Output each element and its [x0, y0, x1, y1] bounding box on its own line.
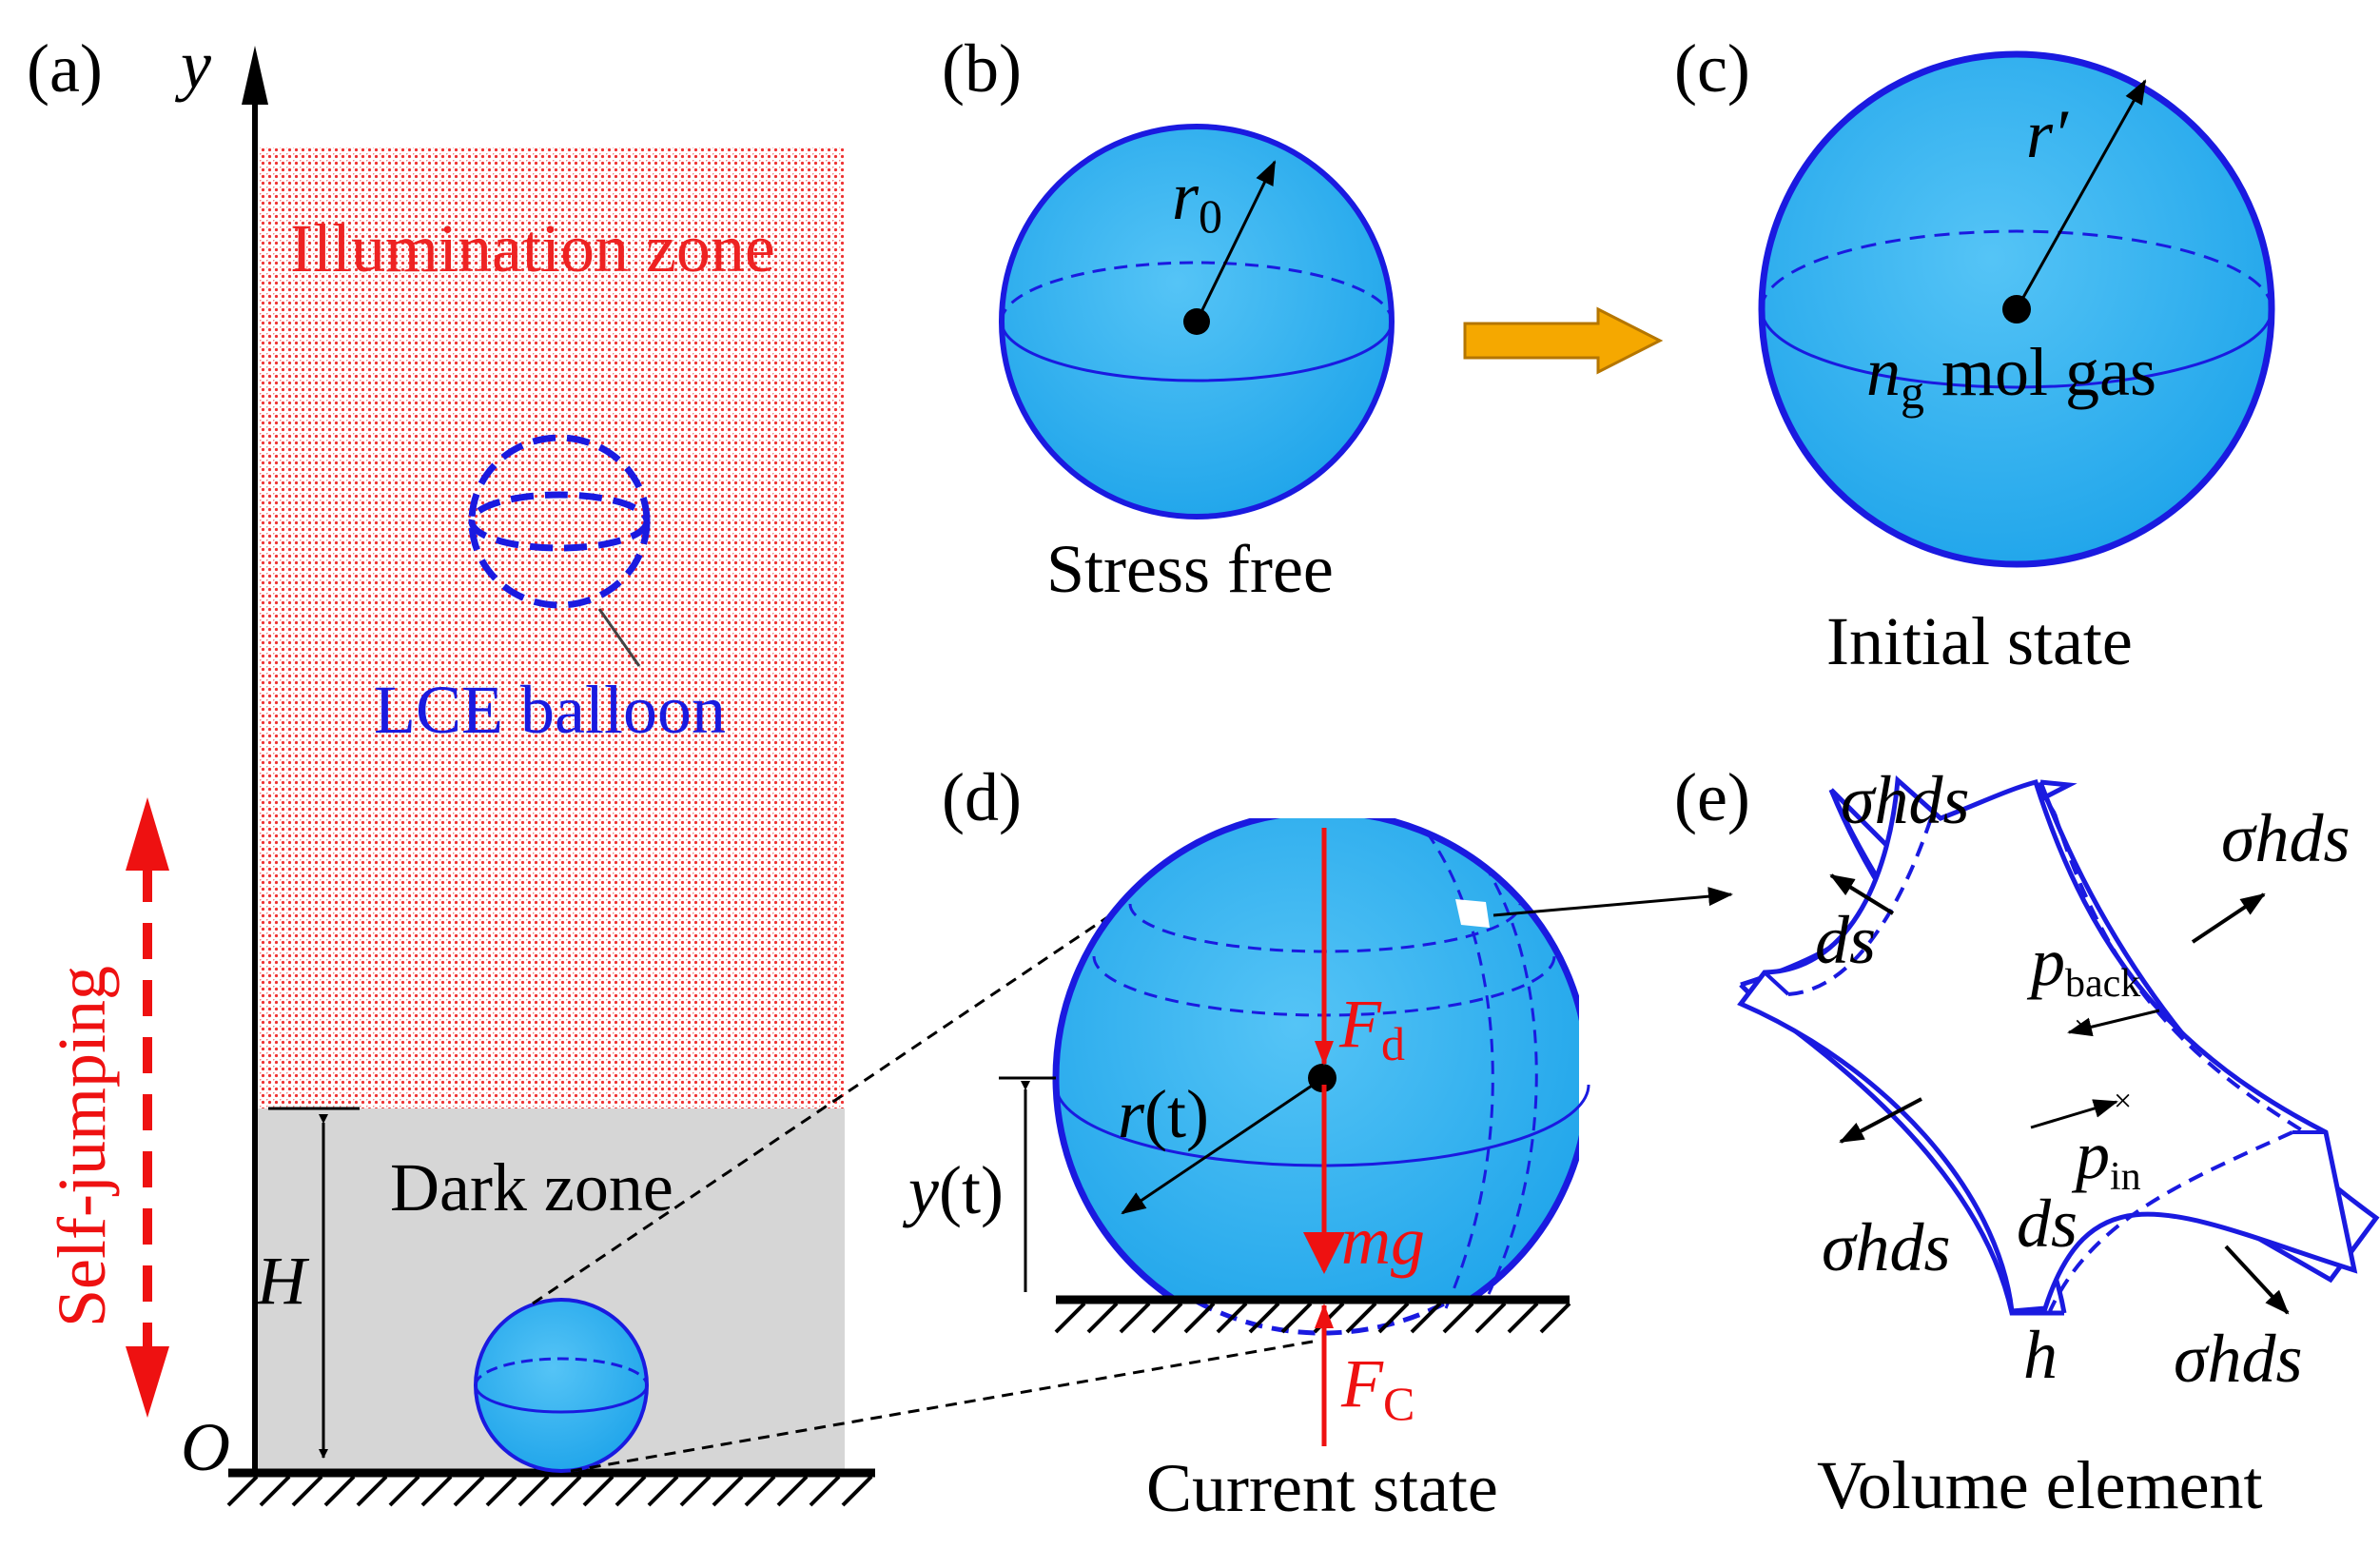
ground-hatch-stroke	[1119, 1302, 1151, 1334]
ground-hatch-stroke	[1183, 1302, 1216, 1334]
y-axis-arrowhead	[242, 46, 268, 105]
ground-hatch-d	[1054, 1302, 1571, 1334]
panel-c-tag: (c)	[1674, 30, 1750, 107]
panel-d: (d) Fd mg FC	[902, 759, 1733, 1526]
origin-label: O	[181, 1409, 230, 1485]
illumination-zone-label: Illumination zone	[290, 210, 775, 286]
ground-hatch-stroke	[1280, 1302, 1313, 1334]
ground-hatch-stroke	[647, 1475, 679, 1507]
self-jumping-label: Self-jumping	[44, 966, 120, 1327]
ground-hatch-stroke	[1345, 1302, 1377, 1334]
ground-hatch-stroke	[420, 1475, 453, 1507]
ground-hatch-stroke	[841, 1475, 873, 1507]
ground-hatch-stroke	[809, 1475, 841, 1507]
ground-hatch-stroke	[776, 1475, 809, 1507]
tension-label-top-right: σhds	[2221, 800, 2351, 876]
panel-a: (a) Illumination zone Dark zone y O H LC…	[27, 27, 1314, 1507]
radius-r0-label: r0	[1172, 158, 1222, 243]
radius-r-prime-arrow	[2015, 79, 2147, 310]
tension-label-top-left: σhds	[1841, 762, 1970, 838]
volume-element-patch	[1455, 899, 1490, 928]
ground-hatch-stroke	[259, 1475, 291, 1507]
tension-arrow-bottom-right	[2224, 1245, 2290, 1315]
ground-hatch-stroke	[1442, 1302, 1474, 1334]
drag-force-label: Fd	[1338, 986, 1405, 1070]
svg-text:×: ×	[2114, 1084, 2132, 1119]
ground-hatch-stroke	[1248, 1302, 1280, 1334]
y-axis-label: y	[174, 27, 211, 103]
panel-c: (c) r′ ng mol gas Initial state	[1674, 30, 2275, 679]
lce-balloon-ground	[474, 1298, 649, 1473]
ground-hatch-stroke	[550, 1475, 582, 1507]
ground-hatch-stroke	[1054, 1302, 1086, 1334]
ground-hatch-stroke	[1151, 1302, 1183, 1334]
ground-hatch-stroke	[1474, 1302, 1507, 1334]
inflating-arrow	[1463, 306, 1664, 375]
ground-hatch-a	[226, 1475, 873, 1507]
svg-text:×: ×	[2074, 1010, 2092, 1045]
back-pressure-arrow	[2067, 1009, 2160, 1037]
panel-d-tag: (d)	[942, 759, 1022, 835]
ground-hatch-stroke	[388, 1475, 420, 1507]
ground-hatch-stroke	[453, 1475, 485, 1507]
inner-pressure-arrow	[2030, 1099, 2118, 1129]
ground-hatch-stroke	[291, 1475, 323, 1507]
thickness-label: h	[2023, 1317, 2058, 1393]
initial-state-caption: Initial state	[1826, 603, 2133, 679]
ground-hatch-stroke	[323, 1475, 356, 1507]
zoom-line-top	[532, 892, 1142, 1305]
zoom-arrow-to-e	[1492, 887, 1733, 917]
stress-free-caption: Stress free	[1046, 531, 1334, 607]
ground-hatch-stroke	[1313, 1302, 1345, 1334]
ground-hatch-stroke	[744, 1475, 776, 1507]
ground-hatch-stroke	[1086, 1302, 1119, 1334]
contact-force-label: FC	[1340, 1345, 1414, 1430]
inner-pressure-label: pin	[2071, 1117, 2141, 1199]
ground-hatch-stroke	[712, 1475, 744, 1507]
volume-element-dashed-inner	[1787, 813, 2304, 1312]
lce-balloon-label: LCE balloon	[374, 672, 726, 748]
ground-hatch-stroke	[1216, 1302, 1248, 1334]
panel-b: (b) r0 Stress free	[942, 30, 1395, 607]
current-state-caption: Current state	[1146, 1450, 1498, 1526]
ground-hatch-stroke	[1507, 1302, 1539, 1334]
volume-element-caption: Volume element	[1817, 1447, 2263, 1523]
height-h-label: H	[256, 1243, 310, 1319]
height-yt-label: y(t)	[902, 1152, 1004, 1228]
lce-balloon-illuminated	[468, 434, 651, 609]
tension-label-bottom-right: σhds	[2174, 1321, 2303, 1397]
arc-length-label-bottom: ds	[2017, 1186, 2078, 1262]
radius-r0-arrow	[1195, 160, 1277, 323]
gravity-label: mg	[1341, 1203, 1425, 1279]
ground-hatch-stroke	[1539, 1302, 1571, 1334]
panel-e-tag: (e)	[1674, 759, 1750, 835]
panel-a-tag: (a)	[27, 30, 103, 107]
radius-rt-label: r(t)	[1118, 1076, 1209, 1152]
volume-element-slab	[1737, 774, 2358, 1314]
ground-hatch-stroke	[356, 1475, 388, 1507]
tension-arrow-top-left	[1829, 873, 1895, 915]
ground-hatch-stroke	[582, 1475, 615, 1507]
radius-r-prime-label: r′	[2026, 96, 2069, 172]
back-pressure-label: pback	[2026, 924, 2140, 1006]
gas-amount-label: ng mol gas	[1866, 334, 2156, 419]
dark-zone-label: Dark zone	[390, 1149, 673, 1225]
ground-hatch-stroke	[679, 1475, 712, 1507]
radius-rt-arrow	[1121, 1078, 1321, 1215]
ground-hatch-stroke	[615, 1475, 647, 1507]
arc-length-label-top: ds	[1815, 902, 1876, 978]
ground-hatch-stroke	[1410, 1302, 1442, 1334]
tension-arrow-bottom-left	[1839, 1097, 1922, 1144]
ground-hatch-stroke	[226, 1475, 259, 1507]
tension-arrow-top-right	[2191, 892, 2266, 944]
ground-hatch-stroke	[1377, 1302, 1410, 1334]
tension-label-bottom-left: σhds	[1822, 1209, 1951, 1285]
balloon-leader-line	[597, 608, 641, 667]
panel-e: (e) σhds σhds	[1674, 759, 2380, 1523]
ground-hatch-stroke	[517, 1475, 550, 1507]
panel-b-tag: (b)	[942, 30, 1022, 107]
ground-hatch-stroke	[485, 1475, 517, 1507]
zoom-line-bottom	[570, 1340, 1314, 1473]
